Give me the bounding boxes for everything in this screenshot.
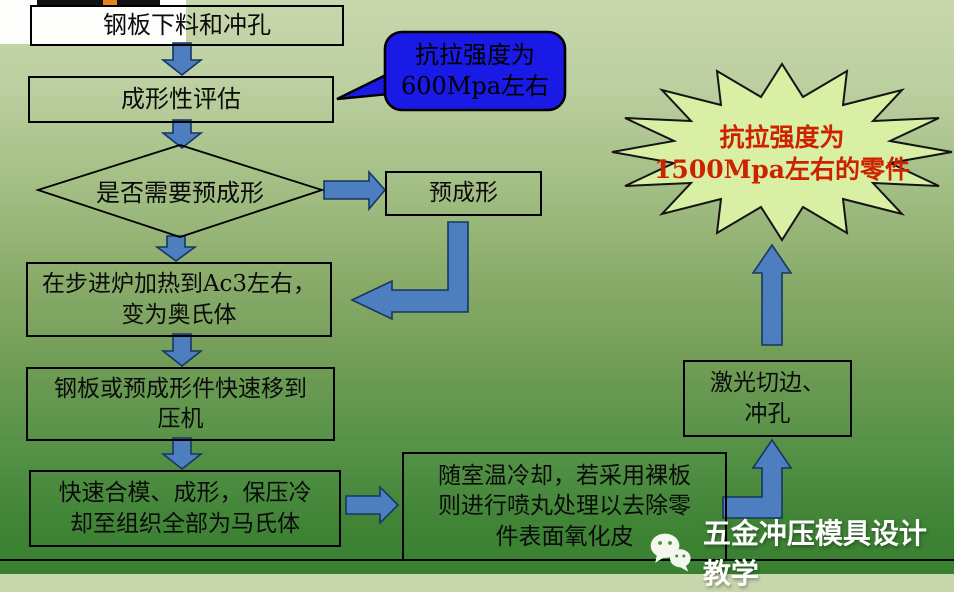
flow-box-transfer-label: 钢板或预成形件快速移到 压机 [54, 375, 307, 432]
flow-box-preform-label: 预成形 [429, 180, 498, 207]
flow-box-cooling: 随室温冷却，若采用裸板 则进行喷丸处理以去除零 件表面氧化皮 [402, 452, 727, 561]
arrow-formability-to-decision [160, 119, 204, 150]
cropped-toolbar-fragment [37, 0, 160, 7]
decision-diamond-label: 是否需要预成形 [96, 178, 264, 207]
flow-box-forming-label: 快速合模、成形，保压冷 却至组织全部为马氏体 [58, 480, 312, 537]
wechat-icon [650, 533, 691, 572]
arrow-preform-to-furnace [350, 221, 469, 321]
arrow-cooling-to-laser [722, 438, 793, 519]
starburst-label: 抗拉强度为 1500Mpa左右的零件 [654, 122, 910, 185]
arrow-decision-to-furnace [154, 235, 198, 262]
arrow-decision-to-preform [323, 169, 387, 212]
flow-box-transfer: 钢板或预成形件快速移到 压机 [26, 367, 335, 441]
flow-box-laser-label: 激光切边、 冲孔 [710, 370, 825, 427]
starburst-shape [611, 62, 953, 242]
decision-diamond [35, 144, 325, 238]
watermark: 五金冲压模具设计教学 [648, 512, 954, 592]
flow-box-formability-label: 成形性评估 [121, 84, 241, 113]
watermark-label: 五金冲压模具设计教学 [702, 517, 927, 590]
callout-label: 抗拉强度为 600Mpa左右 [400, 40, 550, 100]
arrow-furnace-to-transfer [160, 333, 204, 368]
arrow-blanking-to-formability [160, 42, 204, 77]
orange-fragment [103, 0, 117, 7]
flowchart-shapes-layer [35, 30, 953, 525]
flow-box-furnace-label: 在步进炉加热到Ac3左右， 变为奥氏体 [41, 271, 317, 328]
flow-box-forming: 快速合模、成形，保压冷 却至组织全部为马氏体 [29, 470, 341, 547]
arrow-forming-to-cooling [345, 485, 400, 525]
flow-box-formability: 成形性评估 [28, 76, 334, 123]
flow-box-preform: 预成形 [385, 171, 542, 216]
flow-box-blanking: 钢板下料和冲孔 [30, 5, 344, 46]
callout-bubble [383, 30, 567, 112]
flow-box-cooling-label: 随室温冷却，若采用裸板 则进行喷丸处理以去除零 件表面氧化皮 [438, 462, 691, 550]
arrow-transfer-to-forming [160, 437, 204, 471]
flow-box-blanking-label: 钢板下料和冲孔 [103, 10, 271, 39]
arrow-laser-to-starburst [751, 243, 793, 346]
flow-box-furnace: 在步进炉加热到Ac3左右， 变为奥氏体 [26, 262, 332, 337]
flow-box-laser: 激光切边、 冲孔 [683, 360, 852, 437]
